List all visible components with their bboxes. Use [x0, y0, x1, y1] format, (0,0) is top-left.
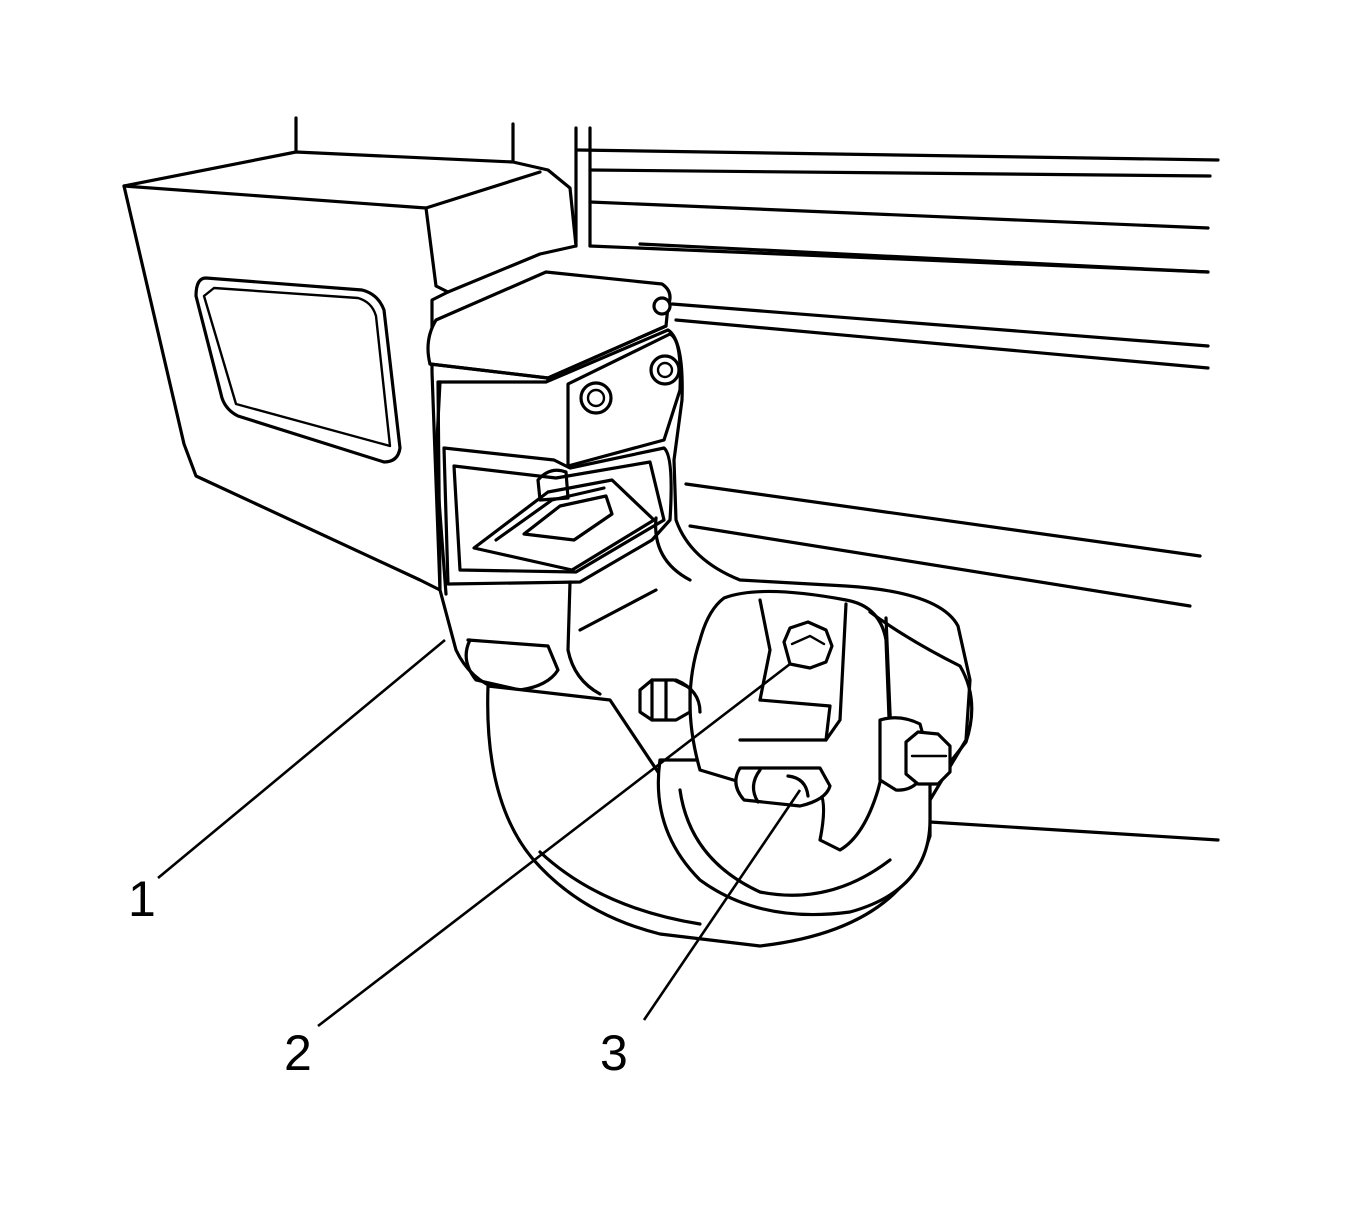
side-nut-left	[638, 678, 702, 722]
callout-label-1: 1	[128, 871, 156, 927]
leader-lines	[157, 638, 802, 1028]
hook-clevis	[688, 589, 974, 852]
leader-line-2	[317, 662, 791, 1028]
hook-retaining-bolt	[782, 620, 834, 670]
side-nut-right	[878, 716, 952, 792]
callout-label-2: 2	[284, 1025, 312, 1081]
cap-bolts	[579, 296, 681, 415]
bumper-bracket	[122, 150, 578, 592]
leader-line-1	[157, 638, 446, 880]
callout-label-3: 3	[600, 1025, 628, 1081]
leader-line-3	[642, 789, 802, 1021]
vehicle-frame-rail	[294, 116, 1220, 842]
